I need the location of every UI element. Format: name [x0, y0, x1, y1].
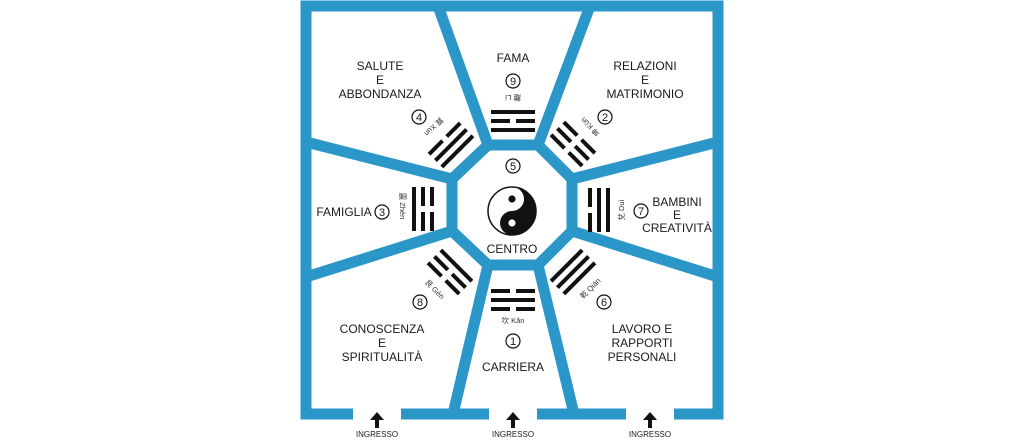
area-label: E: [641, 73, 649, 87]
trigram-kun-icon: [549, 120, 597, 168]
area-conoscenza: CONOSCENZA E SPIRITUALITÀ 8 艮 Gèn: [340, 248, 474, 364]
trigram-label: 兌 Duì: [616, 199, 626, 220]
yin-yang-icon: [487, 186, 537, 236]
entrance-label: INGRESSO: [492, 430, 534, 439]
area-number: 4: [416, 112, 422, 124]
area-bambini: BAMBINI E CREATIVITÀ 7 兌 Duì: [588, 188, 712, 235]
area-number: 7: [638, 206, 644, 218]
area-label: MATRIMONIO: [606, 87, 683, 101]
area-label: CONOSCENZA: [340, 322, 425, 336]
area-label: CREATIVITÀ: [642, 220, 712, 235]
trigram-xun-icon: [427, 121, 475, 169]
area-famiglia: FAMIGLIA 3 震 Zhèn: [316, 187, 434, 231]
area-label: LAVORO E: [612, 322, 672, 336]
arrow-up-icon: [643, 412, 657, 428]
area-number: 5: [510, 161, 516, 173]
area-lavoro: LAVORO E RAPPORTI PERSONALI 6 乾 Qián: [549, 248, 677, 364]
area-number: 2: [602, 112, 608, 124]
entrance-label: INGRESSO: [356, 430, 398, 439]
trigram-label: 坎 Kǎn: [502, 315, 525, 325]
area-label: CENTRO: [487, 242, 538, 256]
area-label: BAMBINI: [652, 195, 701, 209]
entrance: INGRESSO: [629, 412, 671, 439]
area-label: ABBONDANZA: [339, 87, 422, 101]
area-centro: 5 CENTRO: [487, 158, 538, 256]
trigram-label: 離 Lí: [504, 93, 521, 103]
area-label: E: [673, 208, 681, 222]
trigram-gen-icon: [426, 248, 474, 296]
area-label: RAPPORTI: [611, 336, 672, 350]
trigram-label: 艮 Gèn: [423, 278, 446, 301]
area-label: SALUTE: [357, 59, 404, 73]
entrance: INGRESSO: [492, 412, 534, 439]
area-number: 6: [601, 297, 607, 309]
trigram-kan-icon: [491, 289, 535, 311]
trigram-qian-icon: [549, 248, 597, 296]
area-label: E: [376, 73, 384, 87]
area-label: FAMA: [497, 51, 530, 65]
trigram-dui-icon: [588, 188, 610, 232]
area-number: 8: [417, 297, 423, 309]
trigram-label: 震 Zhèn: [398, 193, 407, 220]
area-label: PERSONALI: [608, 350, 677, 364]
area-salute: SALUTE E ABBONDANZA 4 巽 Xùn: [339, 59, 475, 169]
area-fama: FAMA 9 離 Lí: [491, 51, 535, 132]
trigram-zhen-icon: [412, 187, 434, 231]
area-number: 3: [379, 207, 385, 219]
area-label: E: [378, 336, 386, 350]
area-number: 1: [510, 336, 516, 348]
area-label: RELAZIONI: [613, 59, 676, 73]
trigram-li-icon: [491, 110, 535, 132]
area-label: SPIRITUALITÀ: [342, 349, 423, 364]
area-label: FAMIGLIA: [316, 205, 371, 219]
area-label: CARRIERA: [482, 360, 544, 374]
arrow-up-icon: [506, 412, 520, 428]
area-carriera: 坎 Kǎn 1 CARRIERA: [482, 289, 544, 374]
area-number: 9: [510, 76, 516, 88]
entrance-label: INGRESSO: [629, 430, 671, 439]
arrow-up-icon: [370, 412, 384, 428]
entrance: INGRESSO: [356, 412, 398, 439]
